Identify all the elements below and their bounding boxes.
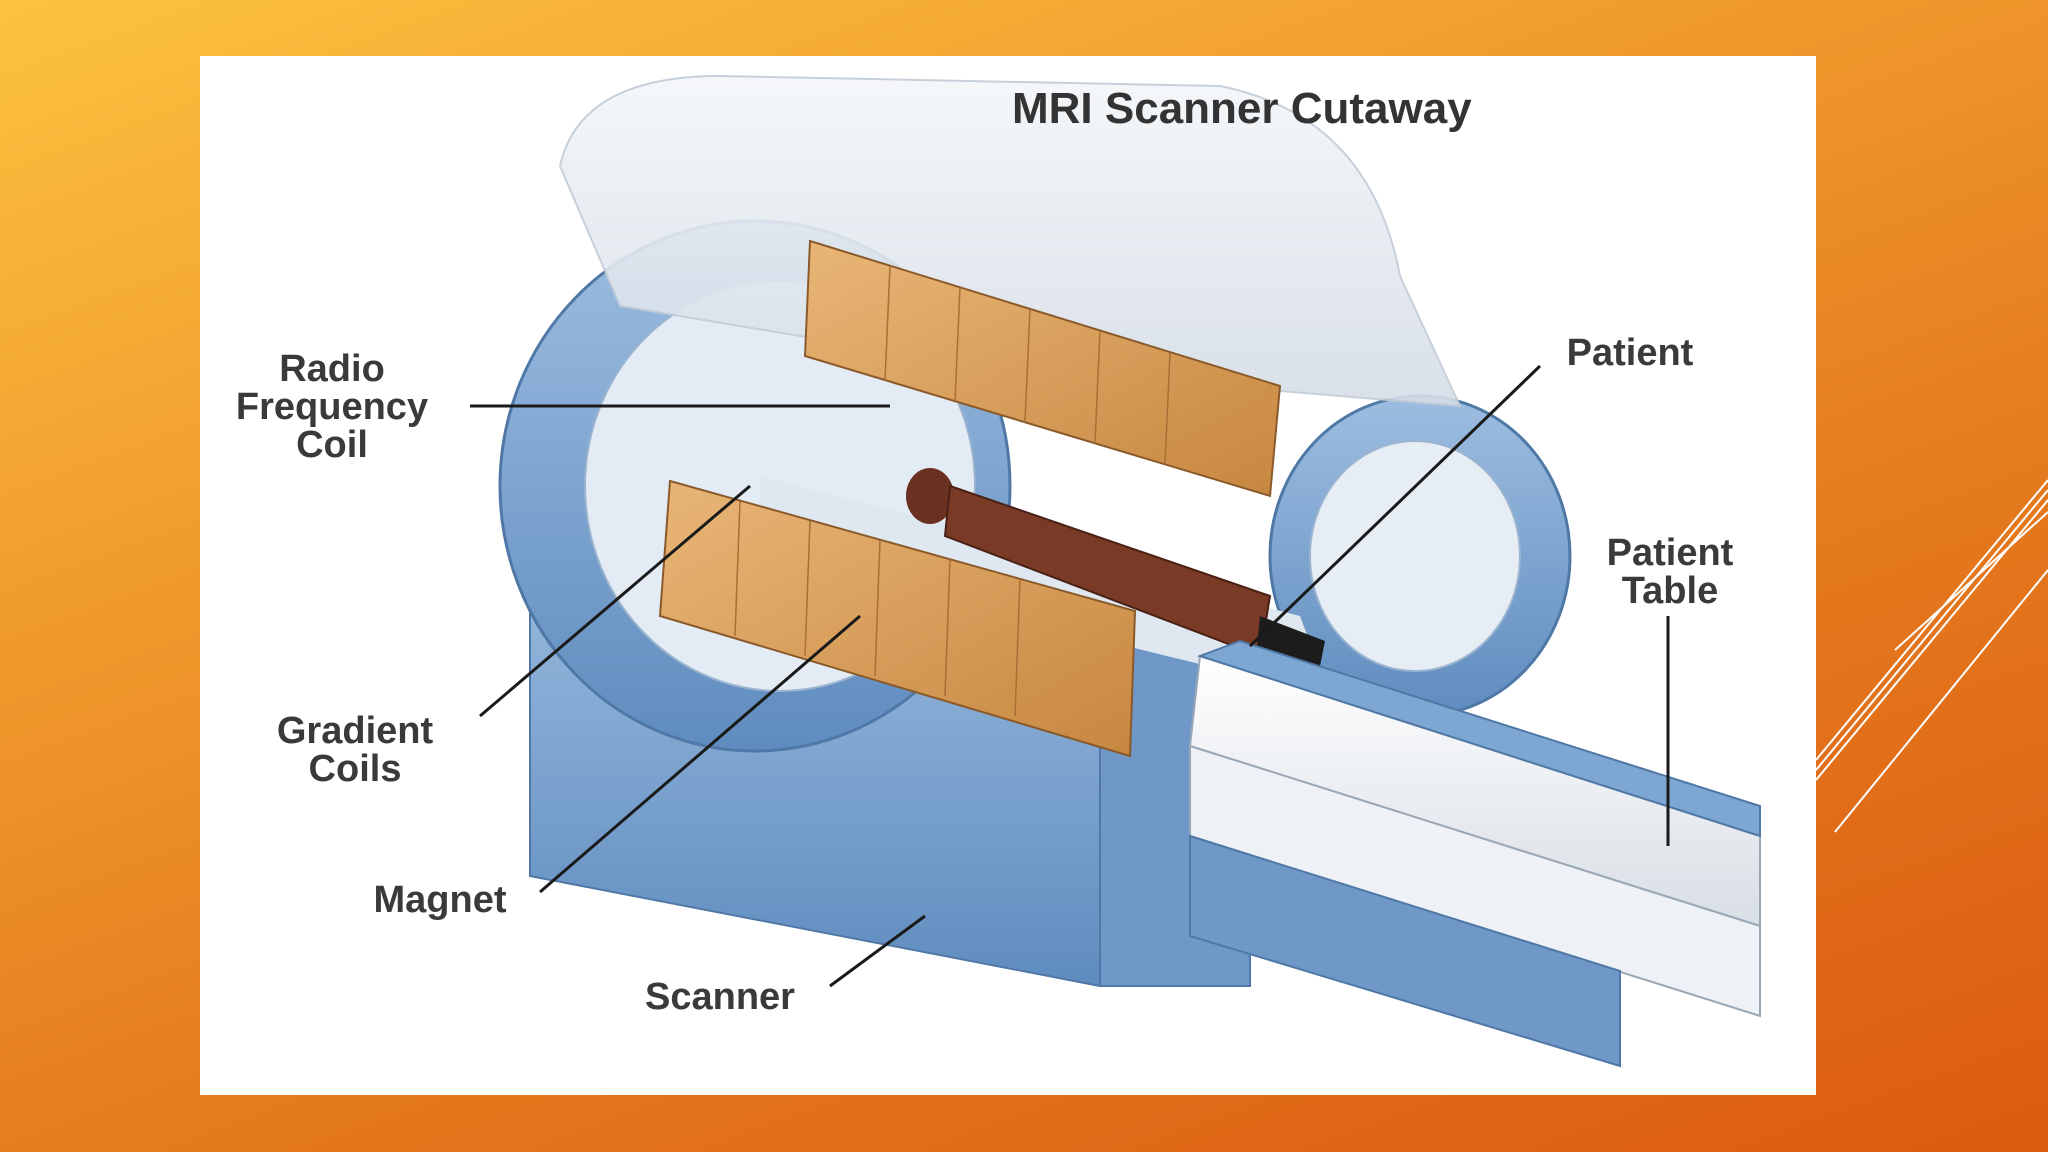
label-scanner: Scanner bbox=[645, 976, 795, 1018]
label-rf-coil-line3: Coil bbox=[296, 424, 368, 466]
label-rf-coil-line1: Radio bbox=[279, 348, 385, 390]
mri-scanner-illustration bbox=[470, 74, 1761, 1068]
rf-coil-upper bbox=[803, 239, 1282, 498]
label-gradient-coils-line1: Gradient bbox=[276, 710, 434, 752]
label-gradient-coils: Gradient Coils bbox=[250, 712, 460, 788]
label-gradient-coils-line2: Coils bbox=[308, 748, 402, 790]
label-magnet: Magnet bbox=[373, 879, 507, 921]
label-rf-coil: Radio Frequency Coil bbox=[212, 350, 452, 464]
scanner-shell bbox=[558, 74, 1462, 408]
diagram-title: MRI Scanner Cutaway bbox=[1012, 84, 1472, 133]
label-patient-table-line2: Table bbox=[1621, 570, 1719, 612]
label-patient-table-line1: Patient bbox=[1606, 532, 1734, 574]
label-patient: Patient bbox=[1566, 332, 1694, 374]
label-patient-table: Patient Table bbox=[1570, 534, 1770, 610]
mri-diagram: MRI Scanner Cutaway Radio Frequency Coil… bbox=[200, 56, 1816, 1095]
label-rf-coil-line2: Frequency bbox=[235, 386, 429, 428]
leader-lines bbox=[470, 364, 1670, 988]
